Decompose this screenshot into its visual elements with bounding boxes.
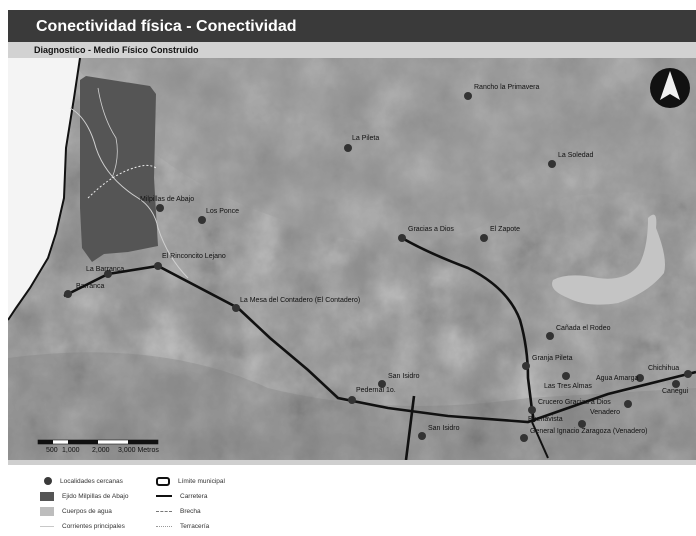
locality-el-rinconcito-lejano[interactable]: El Rinconcito Lejano: [154, 253, 226, 270]
municipal-boundary: [8, 58, 81, 321]
scale-label-3000: 3,000 Metros: [118, 447, 159, 454]
legend-terraceria: Terracería: [156, 521, 209, 531]
water-body: [552, 214, 665, 305]
water-swatch-icon: [40, 506, 54, 516]
svg-text:El Zapote: El Zapote: [490, 226, 520, 233]
terraceria-line-icon: [156, 525, 172, 527]
scale-label-500: 500: [46, 447, 58, 454]
svg-text:La Soledad: La Soledad: [558, 152, 594, 159]
svg-text:San Isidro: San Isidro: [428, 425, 460, 432]
locality-canada-el-rodeo[interactable]: Cañada el Rodeo: [546, 325, 611, 340]
locality-canegui[interactable]: Canegui: [662, 380, 689, 395]
svg-text:La Mesa del Contadero (El Cont: La Mesa del Contadero (El Contadero): [240, 297, 360, 304]
locality-gracias-a-dios[interactable]: Gracias a Dios: [398, 226, 454, 242]
locality-el-zapote[interactable]: El Zapote: [480, 226, 520, 242]
road-south: [404, 395, 416, 460]
terrain-lowland: [8, 352, 696, 460]
svg-text:Los Ponce: Los Ponce: [206, 208, 239, 215]
brecha-line-icon: [156, 510, 172, 512]
locality-venadero[interactable]: Venadero: [590, 400, 632, 416]
stream-line-icon: [40, 525, 54, 527]
svg-text:Buenavista: Buenavista: [528, 416, 563, 423]
ejido-milpillas-polygon[interactable]: [80, 76, 158, 262]
scale-label-2000: 2,000: [92, 447, 110, 454]
locality-chichihua[interactable]: Chichihua: [648, 365, 692, 378]
locality-san-isidro-north[interactable]: San Isidro: [378, 373, 420, 388]
road-gracias-a-dios: [401, 236, 536, 423]
terrain-highland: [68, 58, 696, 243]
locality-granja-pileta[interactable]: Granja Pileta: [522, 355, 573, 370]
svg-text:Las Tres Almas: Las Tres Almas: [544, 383, 592, 390]
locality-pedernal-1o[interactable]: Pedernal 1o.: [348, 387, 396, 404]
scale-bar: 500 1,000 2,000 3,000 Metros: [37, 439, 159, 454]
svg-text:Gracias a Dios: Gracias a Dios: [408, 226, 454, 233]
legend-brecha: Brecha: [156, 506, 201, 516]
locality-las-tres-almas[interactable]: Las Tres Almas: [544, 372, 592, 390]
road-line-icon: [156, 495, 172, 497]
map-canvas[interactable]: 500 1,000 2,000 3,000 Metros Rancho la P…: [8, 58, 696, 460]
svg-text:Barranca: Barranca: [76, 283, 105, 290]
locality-san-isidro-south[interactable]: San Isidro: [418, 425, 460, 440]
map-subtitle: Diagnostico - Medio Físico Construido: [8, 42, 696, 58]
legend-carretera: Carretera: [156, 491, 207, 501]
svg-text:Rancho la Primavera: Rancho la Primavera: [474, 84, 539, 91]
boundary-swatch-icon: [156, 476, 170, 486]
locality-rancho-la-primavera[interactable]: Rancho la Primavera: [464, 84, 539, 100]
locality-dot-icon: [44, 477, 52, 485]
locality-general-ignacio-zaragoza[interactable]: General Ignacio Zaragoza (Venadero): [530, 420, 648, 435]
svg-text:Cañada el Rodeo: Cañada el Rodeo: [556, 325, 611, 332]
outside-municipality: [8, 58, 80, 320]
locality-la-pileta[interactable]: La Pileta: [344, 135, 379, 152]
svg-text:Agua Amarga: Agua Amarga: [596, 375, 639, 382]
locality-la-mesa-del-contadero[interactable]: La Mesa del Contadero (El Contadero): [232, 297, 360, 312]
main-stream-1: [69, 107, 189, 279]
brecha-track: [87, 164, 157, 199]
locality-agua-amarga[interactable]: Agua Amarga: [596, 374, 644, 382]
legend-localidades: Localidades cercanas: [40, 476, 123, 486]
ejido-swatch-icon: [40, 491, 54, 501]
legend-ejido: Ejido Milpillas de Abajo: [40, 491, 128, 501]
svg-text:La Pileta: La Pileta: [352, 135, 379, 142]
scale-label-1000: 1,000: [62, 447, 80, 454]
locality-la-soledad[interactable]: La Soledad: [548, 152, 594, 168]
locality-la-barranca[interactable]: La Barranca: [86, 266, 124, 278]
map-legend: Localidades cercanas Ejido Milpillas de …: [40, 472, 340, 534]
legend-limite: Límite municipal: [156, 476, 225, 486]
svg-text:Canegui: Canegui: [662, 388, 689, 395]
map-svg: 500 1,000 2,000 3,000 Metros Rancho la P…: [8, 58, 696, 460]
locality-barranca[interactable]: Barranca: [64, 283, 105, 298]
svg-text:General Ignacio Zaragoza (Vena: General Ignacio Zaragoza (Venadero): [530, 428, 648, 435]
svg-text:Milpillas de Abajo: Milpillas de Abajo: [140, 196, 194, 203]
svg-text:El Rinconcito Lejano: El Rinconcito Lejano: [162, 253, 226, 260]
svg-text:Granja Pileta: Granja Pileta: [532, 355, 573, 362]
north-arrow-icon: [650, 68, 690, 108]
svg-text:Venadero: Venadero: [590, 409, 620, 416]
svg-text:Crucero Gracias a Dios: Crucero Gracias a Dios: [538, 399, 611, 406]
legend-cuerpos: Cuerpos de agua: [40, 506, 112, 516]
svg-text:La Barranca: La Barranca: [86, 266, 124, 273]
locality-crucero-gracias-a-dios[interactable]: Crucero Gracias a Dios: [528, 399, 611, 414]
svg-text:Chichihua: Chichihua: [648, 365, 679, 372]
locality-buenavista[interactable]: Buenavista: [520, 416, 563, 442]
main-stream-2: [97, 87, 118, 179]
svg-text:Pedernal 1o.: Pedernal 1o.: [356, 387, 396, 394]
map-bottom-rule: [8, 460, 696, 465]
svg-text:San Isidro: San Isidro: [388, 373, 420, 380]
road-main: [63, 264, 696, 424]
road-south-east: [531, 421, 549, 459]
locality-milpillas-de-abajo[interactable]: Milpillas de Abajo: [140, 196, 194, 212]
locality-los-ponce[interactable]: Los Ponce: [198, 208, 239, 224]
legend-corrientes: Corrientes principales: [40, 521, 125, 531]
map-title: Conectividad física - Conectividad: [8, 10, 696, 42]
